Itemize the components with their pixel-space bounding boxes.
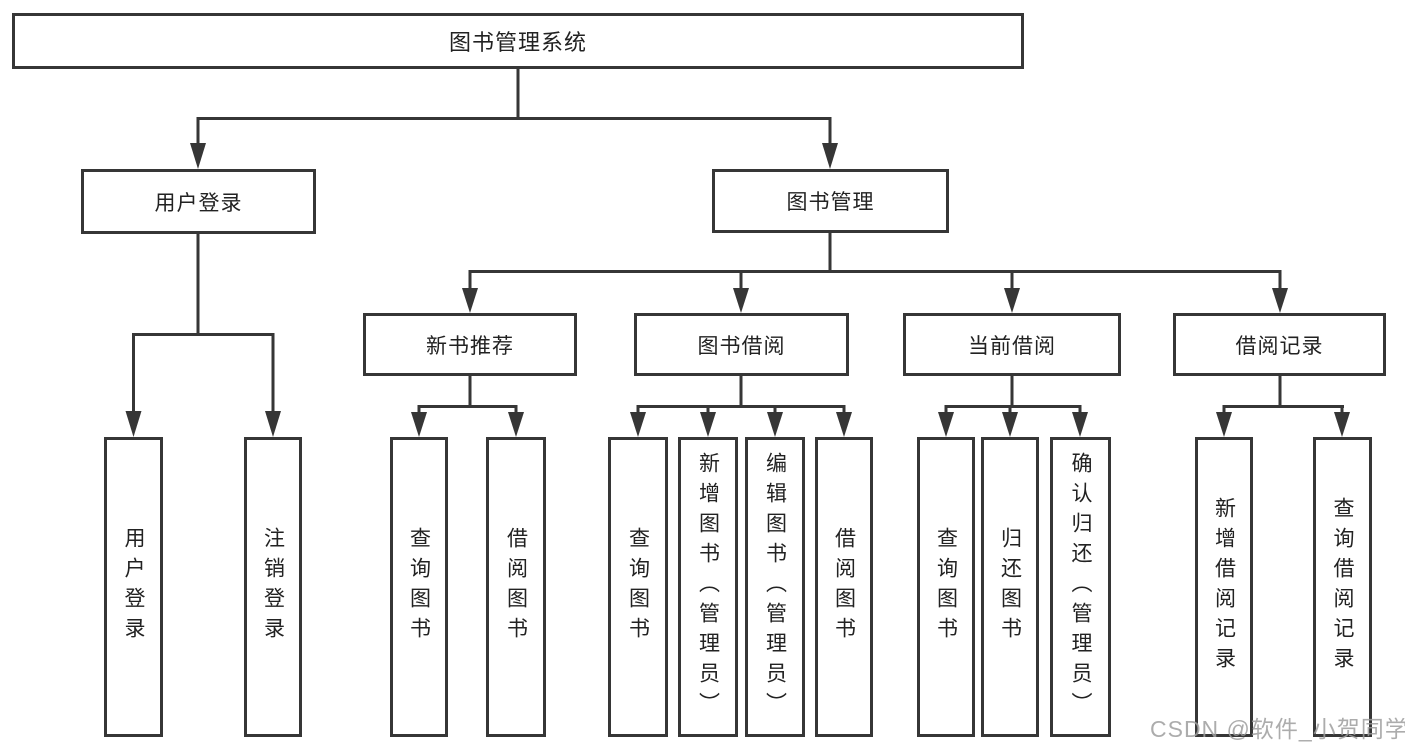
node-current-borrow: 当前借阅 xyxy=(903,313,1121,376)
node-add-book-admin: 新增图书（管理员） xyxy=(678,437,738,737)
node-book-borrow: 图书借阅 xyxy=(634,313,849,376)
arrowhead-icons xyxy=(125,143,1350,437)
node-library-management-system: 图书管理系统 xyxy=(12,13,1024,69)
node-borrow-books-leaf: 借阅图书 xyxy=(815,437,873,737)
node-edit-book-admin: 编辑图书（管理员） xyxy=(745,437,805,737)
node-query-books-current: 查询图书 xyxy=(917,437,975,737)
node-new-book-recommend: 新书推荐 xyxy=(363,313,577,376)
node-confirm-return-admin: 确认归还（管理员） xyxy=(1050,437,1111,737)
node-book-management: 图书管理 xyxy=(712,169,949,233)
node-borrow-books-newbook: 借阅图书 xyxy=(486,437,546,737)
node-user-login-leaf: 用户登录 xyxy=(104,437,163,737)
node-query-books-newbook: 查询图书 xyxy=(390,437,448,737)
node-return-book: 归还图书 xyxy=(981,437,1039,737)
csdn-watermark: CSDN @软件_小贺同学 xyxy=(1150,716,1405,742)
node-borrow-records: 借阅记录 xyxy=(1173,313,1386,376)
node-query-books-borrow: 查询图书 xyxy=(608,437,668,737)
node-user-login: 用户登录 xyxy=(81,169,316,234)
node-query-borrow-record: 查询借阅记录 xyxy=(1313,437,1372,737)
node-add-borrow-record: 新增借阅记录 xyxy=(1195,437,1253,737)
node-logout-leaf: 注销登录 xyxy=(244,437,302,737)
